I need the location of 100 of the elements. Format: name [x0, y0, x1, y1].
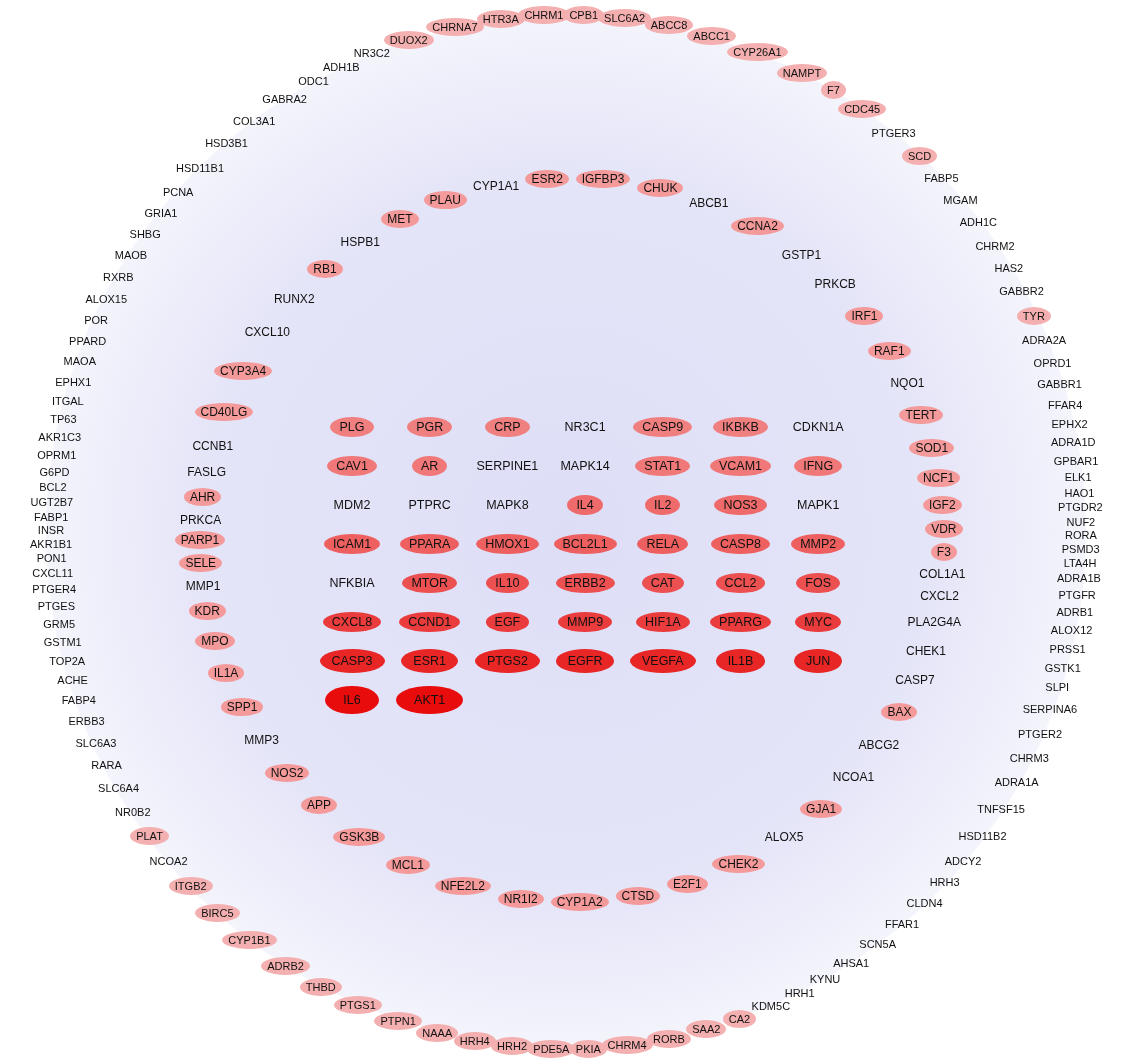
gene-label: EPHX1: [55, 374, 92, 389]
gene-label: CHEK1: [906, 644, 946, 659]
gene-label: AKR1C3: [38, 430, 82, 445]
gene-label: ACHE: [57, 673, 88, 688]
gene-label: PON1: [36, 551, 67, 566]
gene-label: MGAM: [943, 192, 978, 207]
gene-label: HAO1: [1064, 485, 1095, 500]
gene-label: NR0B2: [115, 804, 151, 819]
gene-label: RORA: [1065, 528, 1097, 542]
gene-label: NCOA2: [149, 853, 188, 868]
gene-node: HTR3A: [476, 10, 525, 29]
gene-label: TOP2A: [49, 653, 86, 668]
gene-label: ABCB1: [689, 196, 729, 211]
gene-label: POR: [84, 313, 108, 328]
gene-label: ELK1: [1064, 470, 1092, 485]
gene-label: PPARD: [69, 333, 107, 348]
gene-label: RARA: [91, 758, 122, 773]
gene-label: GRM5: [43, 616, 76, 631]
gene-label: MAPK8: [486, 498, 529, 512]
gene-label: NFKBIA: [329, 576, 375, 590]
gene-label: PRSS1: [1049, 642, 1086, 657]
gene-label: PSMD3: [1061, 541, 1100, 556]
gene-label: COL3A1: [233, 113, 276, 128]
gene-label: GSTP1: [781, 248, 822, 263]
gene-label: HSD3B1: [205, 136, 248, 151]
gene-label: ADRA2A: [1022, 332, 1067, 347]
gene-node: CHRNA7: [426, 18, 484, 37]
gene-label: COL1A1: [919, 566, 966, 581]
gene-label: AHSA1: [833, 955, 870, 970]
gene-label: UGT2B7: [30, 495, 74, 510]
gene-label: HRH3: [929, 875, 960, 890]
gene-label: MMP1: [185, 579, 221, 594]
gene-label: ADRB1: [1056, 604, 1094, 619]
gene-label: PRKCB: [814, 277, 856, 292]
gene-label: TNFSF15: [977, 801, 1025, 816]
gene-node: PLAT: [130, 827, 169, 846]
gene-label: FABP5: [924, 171, 959, 186]
gene-label: SCN5A: [859, 936, 896, 951]
gene-label: SERPINA6: [1022, 701, 1078, 716]
gene-label: ADRA1B: [1056, 571, 1101, 586]
gene-label: MAPK1: [797, 498, 840, 512]
gene-label: HSPB1: [340, 235, 380, 250]
gene-node: ITGB2: [168, 877, 213, 896]
gene-label: MAPK14: [560, 459, 610, 473]
gene-label: ITGAL: [51, 394, 84, 409]
gene-label: BCL2: [39, 480, 67, 495]
gene-label: PTPRC: [408, 498, 451, 512]
gene-label: CLDN4: [906, 896, 943, 911]
gene-label: NR3C2: [353, 46, 390, 61]
gene-label: SERPINE1: [476, 459, 539, 473]
gene-label: PTGES: [37, 599, 75, 614]
gene-label: FFAR1: [884, 916, 920, 931]
gene-label: GRIA1: [144, 205, 178, 220]
gene-label: ADRA1A: [994, 775, 1039, 790]
gene-label: GABRA2: [262, 91, 307, 106]
gene-label: LTA4H: [1063, 556, 1097, 571]
gene-label: ALOX12: [1050, 623, 1093, 638]
gene-label: SLC6A4: [98, 781, 140, 796]
gene-node: NAMPT: [776, 63, 828, 82]
gene-label: CASP7: [895, 673, 935, 688]
gene-label: ADH1B: [322, 59, 360, 74]
gene-node: DUOX2: [383, 30, 434, 49]
gene-label: HRH1: [784, 985, 815, 1000]
gene-node: CDC45: [838, 100, 887, 119]
gene-label: FABP4: [61, 692, 96, 707]
gene-label: CHRM3: [1009, 750, 1049, 765]
gene-label: NUF2: [1066, 514, 1096, 529]
gene-label: NCOA1: [832, 769, 875, 784]
gene-label: PTGER3: [871, 126, 916, 141]
gene-label: NR3C1: [564, 420, 606, 434]
gene-label: ERBB3: [68, 713, 105, 728]
gene-label: NQO1: [890, 376, 925, 391]
gene-label: EPHX2: [1051, 416, 1088, 431]
gene-label: ADH1C: [959, 215, 997, 230]
gene-label: MAOB: [114, 248, 148, 263]
gene-label: RXRB: [103, 269, 134, 284]
gene-label: SLC6A3: [75, 736, 117, 751]
gene-label: CXCL10: [244, 325, 290, 340]
gene-label: HSD11B2: [958, 829, 1007, 844]
gene-label: ALOX5: [764, 830, 804, 845]
gene-label: SLPI: [1045, 680, 1070, 695]
gene-label: ALOX15: [85, 292, 127, 307]
gene-node: ABCC8: [644, 16, 694, 35]
gene-label: KYNU: [809, 971, 841, 986]
gene-label: PTGDR2: [1058, 500, 1103, 515]
gene-label: PLA2G4A: [907, 615, 961, 630]
gene-label: PTGER4: [32, 582, 77, 597]
gene-label: FFAR4: [1048, 397, 1083, 412]
gene-label: TP63: [50, 412, 77, 426]
gene-label: SHBG: [129, 227, 161, 241]
gene-label: CYP1A1: [473, 178, 520, 193]
gene-label: CHRM2: [975, 238, 1015, 253]
gene-label: PTGFR: [1058, 587, 1096, 602]
gene-label: OPRD1: [1033, 355, 1072, 370]
gene-label: HAS2: [994, 261, 1024, 276]
gene-label: GABBR2: [999, 283, 1044, 298]
gene-label: G6PD: [39, 465, 70, 479]
gene-label: MAOA: [63, 354, 96, 369]
gene-label: PTGER2: [1018, 727, 1063, 742]
gene-label: ADCY2: [944, 854, 982, 869]
